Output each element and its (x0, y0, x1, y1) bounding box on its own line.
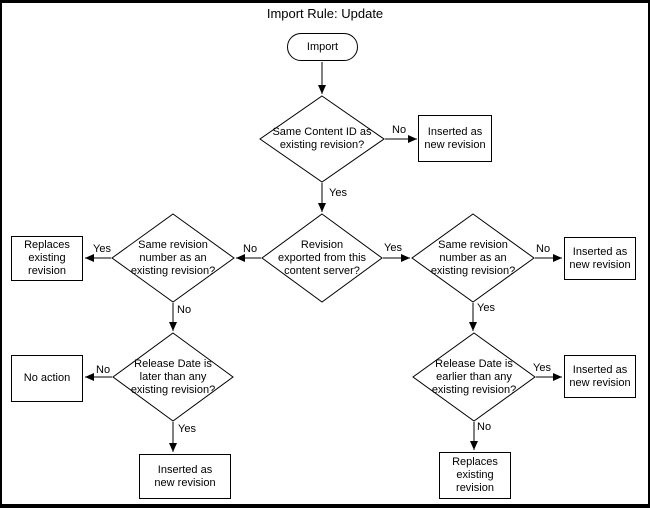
start-node-import: Import (287, 33, 358, 61)
label-release-later-yes: Yes (178, 423, 196, 435)
decision-release-earlier: Release Date is earlier than any existin… (431, 357, 517, 396)
decision-content-id: Same Content ID as existing revision? (272, 126, 372, 151)
decision-same-rev-left: Same revision number as an existing revi… (130, 238, 216, 277)
label-exported-yes: Yes (384, 242, 402, 254)
label-content-id-no: No (392, 124, 407, 136)
decision-same-rev-right-shape (411, 213, 535, 303)
label-release-earlier-yes: Yes (533, 362, 551, 374)
label-content-id-yes: Yes (329, 187, 347, 199)
result-no-action: No action (11, 355, 83, 402)
label-exported-no: No (243, 243, 258, 255)
label-release-later-no: No (96, 364, 111, 376)
label-release-earlier-no: No (477, 421, 492, 433)
decision-same-rev-left-shape (111, 213, 235, 303)
diagram-title: Import Rule: Update (266, 6, 384, 21)
label-same-rev-right-no: No (536, 243, 551, 255)
decision-content-id-shape (259, 95, 385, 183)
result-inserted-bottom-left: Inserted as new revision (139, 454, 231, 499)
decision-exported-shape (261, 213, 383, 303)
decision-release-earlier-shape (412, 332, 536, 422)
label-same-rev-left-no: No (177, 304, 192, 316)
label-same-rev-right-yes: Yes (477, 302, 495, 314)
decision-exported: Revision exported from this content serv… (277, 238, 367, 277)
decision-release-later: Release Date is later than any existing … (130, 357, 216, 396)
result-replaces-right: Replaces existing revision (439, 452, 511, 499)
decision-release-later-shape (112, 332, 234, 422)
label-same-rev-left-yes: Yes (93, 243, 111, 255)
result-inserted-right-mid: Inserted as new revision (564, 237, 636, 280)
result-inserted-top: Inserted as new revision (418, 115, 492, 162)
result-inserted-right-lower: Inserted as new revision (564, 355, 636, 398)
decision-same-rev-right: Same revision number as an existing revi… (430, 238, 516, 277)
result-replaces-left: Replaces existing revision (11, 236, 83, 281)
